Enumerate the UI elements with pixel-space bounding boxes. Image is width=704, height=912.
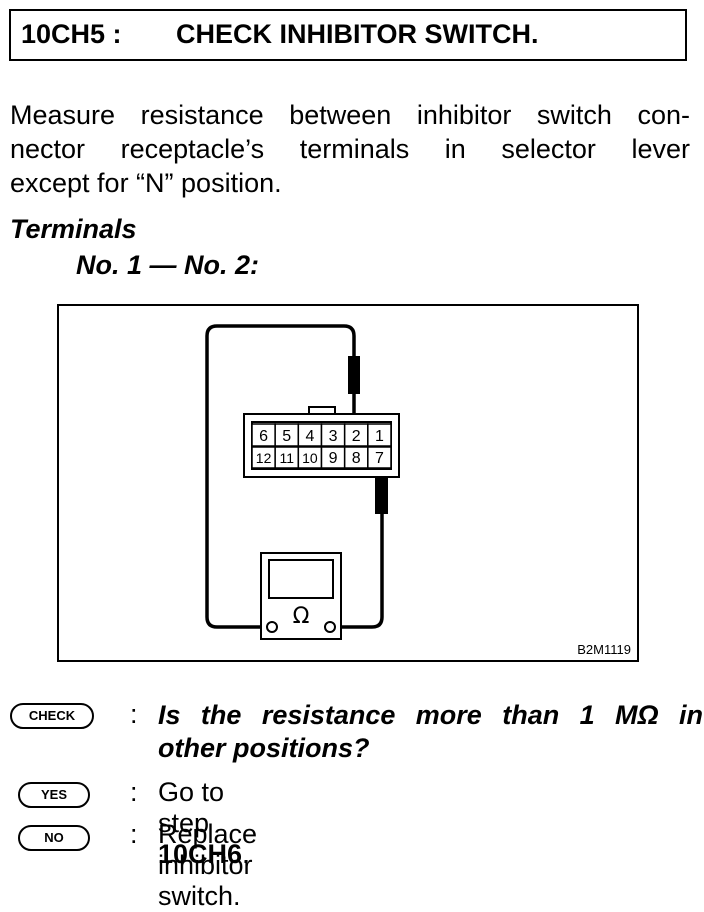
step-title: CHECK INHIBITOR SWITCH. — [176, 19, 539, 49]
ohmmeter: Ω — [260, 552, 342, 640]
pin-bottom-label: 8 — [352, 450, 361, 467]
meter-terminal-right — [324, 621, 336, 633]
pin-top-label: 2 — [352, 428, 361, 445]
probe-left — [348, 356, 360, 394]
ohm-symbol: Ω — [293, 604, 310, 629]
meter-terminal-left — [266, 621, 278, 633]
pin-bottom-label: 9 — [329, 450, 338, 467]
check-question-line-1: Is the resistance more than 1 MΩ in — [158, 700, 703, 730]
terminals-value: No. 1 — No. 2: — [76, 250, 260, 280]
check-question: Is the resistance more than 1 MΩ in othe… — [158, 699, 703, 765]
pin-top-label: 4 — [305, 428, 314, 445]
step-header: 10CH5 : CHECK INHIBITOR SWITCH. — [9, 9, 687, 61]
ohmmeter-display — [268, 559, 334, 599]
instruction-line-1: Measure resistance between inhibitor swi… — [10, 100, 690, 130]
pin-top-label: 3 — [329, 428, 338, 445]
pin-top-label: 1 — [375, 428, 384, 445]
pin-bottom-label: 10 — [302, 450, 318, 466]
check-question-line-2: other positions? — [158, 733, 370, 763]
no-answer: Replace inhibitor switch. — [158, 819, 258, 911]
no-badge: NO — [18, 825, 90, 851]
pin-top-label: 5 — [282, 428, 291, 445]
probe-right — [375, 476, 388, 514]
yes-badge: YES — [18, 782, 90, 808]
pin-bottom-label: 12 — [256, 450, 272, 466]
instruction-line-2: nector receptacle’s terminals in selecto… — [10, 134, 690, 164]
pin-bottom-cell — [367, 446, 392, 469]
pin-bottom-label: 7 — [375, 450, 384, 467]
figure-code: B2M1119 — [577, 642, 631, 657]
test-lead-left — [205, 324, 356, 629]
test-lead-right — [331, 452, 384, 629]
instruction-paragraph: Measure resistance between inhibitor swi… — [10, 98, 690, 200]
check-badge: CHECK — [10, 703, 94, 729]
pin-top-label: 6 — [259, 428, 268, 445]
pin-bottom-label: 11 — [279, 450, 294, 466]
terminals-heading: Terminals — [10, 214, 137, 244]
instruction-line-3: except for “N” position. — [10, 168, 282, 198]
step-number: 10CH5 : — [21, 19, 122, 49]
pin-top-cell — [367, 423, 392, 447]
figure-border — [57, 304, 639, 662]
